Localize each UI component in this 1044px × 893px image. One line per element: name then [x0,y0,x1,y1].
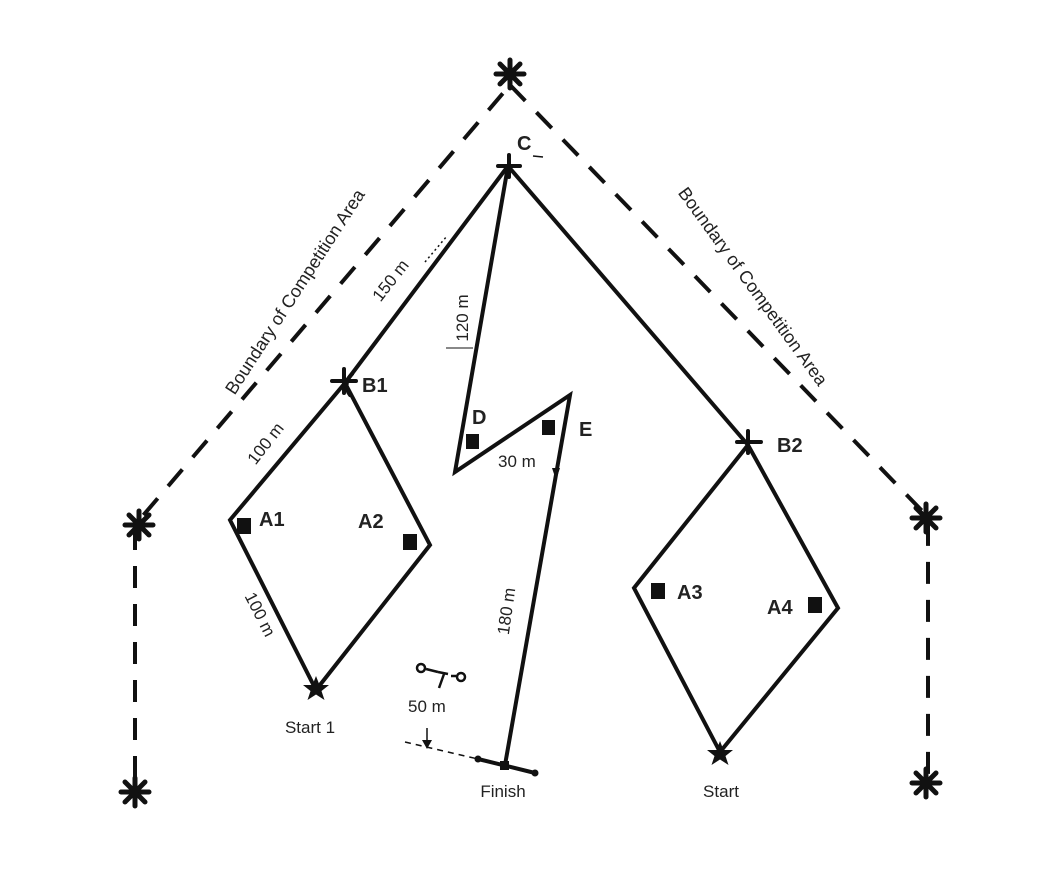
boundary-left [133,83,512,778]
boundary-post-right-lower-icon [909,766,943,800]
finish-line-left-end [474,755,482,763]
boundary-post-left-lower-icon [118,775,152,809]
left-loop-route [227,379,433,694]
label-a1: A1 [259,509,285,531]
label-d: D [472,407,486,429]
boundary-label-left: Boundary of Competition Area [221,185,369,398]
checkpoint-e [542,420,555,435]
down-arrow-icon [422,728,432,749]
checkpoint-a1 [237,518,251,534]
route-c-d-e-finish [452,164,573,767]
finish-offset-line [404,741,479,760]
label-start-1: Start 1 [285,718,335,737]
e-direction-arrow-icon [552,468,560,480]
label-a3: A3 [677,582,703,604]
distance-finish-offset: 50 m [408,697,446,716]
finish-line-right-end [531,769,539,777]
label-a2: A2 [358,511,384,533]
route-b1-to-c [343,164,510,385]
distance-e-finish: 180 m [494,587,519,636]
checkpoint-a3 [651,583,665,599]
label-e: E [579,419,592,441]
label-a4: A4 [767,597,793,619]
label-finish: Finish [480,782,525,801]
boundary-post-right-upper-icon [909,501,943,535]
start-star-icon [707,741,733,765]
start1-star-icon [303,676,329,700]
distance-a1-start1: 100 m [241,589,279,640]
distance-d-e: 30 m [498,452,536,471]
distance-c-b1-dots [424,235,448,263]
cross-marker-b2-icon [735,429,763,455]
boundary-post-left-upper-icon [122,508,156,542]
scooter-icon [415,662,467,689]
finish-marker [500,761,509,770]
checkpoint-a2 [403,534,417,550]
c-tick [532,155,544,158]
cross-marker-c-icon [496,153,522,179]
boundary-label-right: Boundary of Competition Area [674,183,832,390]
label-b1: B1 [362,375,388,397]
checkpoint-a4 [808,597,822,613]
distance-c-d: 120 m [453,294,472,341]
distance-c-b1: 150 m [369,256,413,305]
boundary-post-top-icon [493,57,527,91]
cross-marker-b1-icon [330,367,358,397]
label-b2: B2 [777,435,803,457]
boundary-right [508,83,930,778]
checkpoint-d [466,434,479,449]
label-c: C [517,133,531,155]
route-b2-to-c [506,164,750,447]
label-start: Start [703,782,739,801]
